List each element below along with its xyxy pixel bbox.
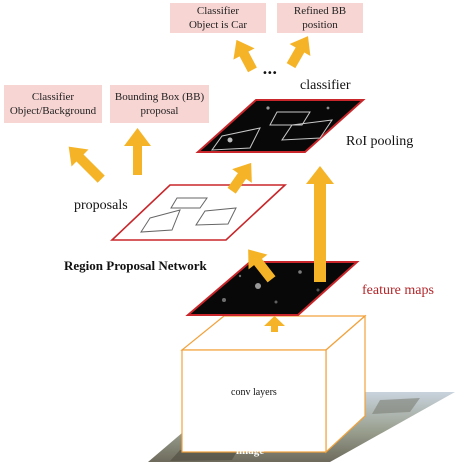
classifier-objbg-line2: Object/Background [9,105,97,117]
region-proposal-network-label: Region Proposal Network [64,258,207,273]
conv-layers-block [180,314,367,454]
arrow-classifier-to-refined [286,36,311,69]
classifier-object-is-car-box: Classifier Object is Car [170,3,266,33]
bbox-proposal-line2: proposal [140,105,179,117]
roi-pooling-label: RoI pooling [346,134,414,149]
ellipsis-label: ••• [262,68,278,79]
conv-layers-label: conv layers [231,387,277,398]
arrows [68,36,334,332]
feature-maps-plane [185,261,360,316]
proposals-label: proposals [74,198,128,213]
arrow-proposals-to-objbg [68,146,105,183]
arrow-proposals-to-roi [227,162,252,194]
roi-pooling-plane [195,99,366,153]
refined-bb-position-box: Refined BB position [277,3,363,33]
classifier-object-background-box: Classifier Object/Background [4,85,102,123]
arrow-classifier-to-car [233,39,257,73]
classifier-label: classifier [300,78,351,93]
classifier-car-line1: Classifier [196,5,240,17]
classifier-objbg-line1: Classifier [31,91,75,103]
refined-bb-line2: position [302,19,338,31]
image-label: image [236,445,265,457]
arrow-featuremaps-to-roi [306,166,334,282]
proposals-plane [109,184,288,241]
arrow-rpn-to-proposals [248,249,276,283]
refined-bb-line1: Refined BB [293,5,347,17]
bounding-box-proposal-box: Bounding Box (BB) proposal [110,85,209,123]
bbox-proposal-line1: Bounding Box (BB) [114,91,205,103]
feature-maps-label: feature maps [362,283,434,298]
arrow-proposals-to-bbox [124,128,151,175]
classifier-car-line2: Object is Car [188,19,248,31]
arrow-image-to-conv [264,316,285,332]
